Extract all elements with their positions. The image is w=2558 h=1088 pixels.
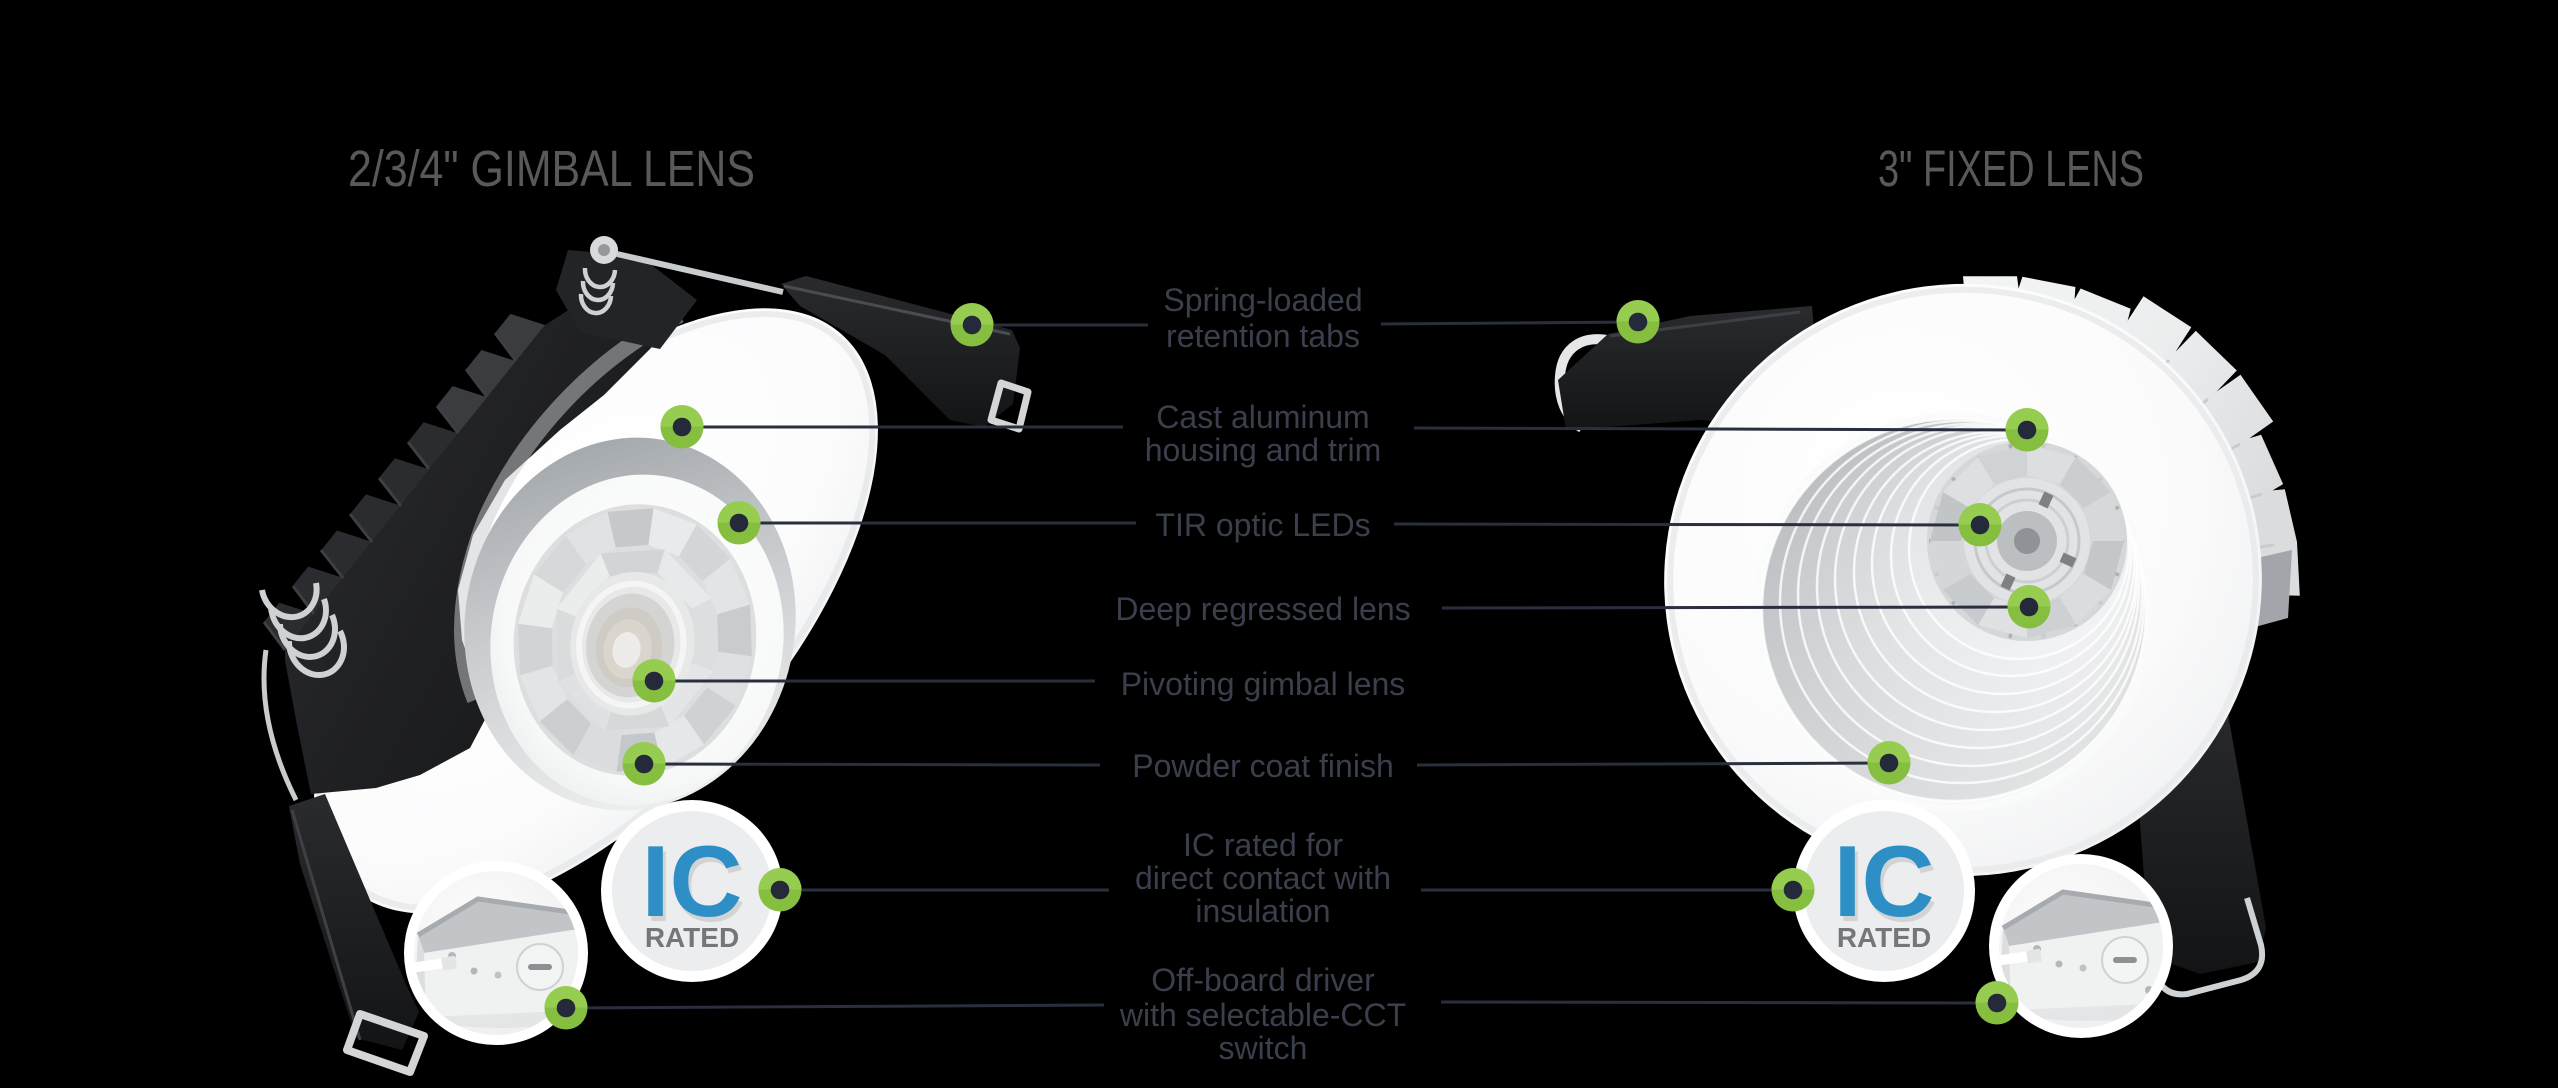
svg-text:TIR optic LEDs: TIR optic LEDs (1155, 507, 1370, 543)
svg-text:3" FIXED LENS: 3" FIXED LENS (1878, 140, 2144, 197)
svg-text:insulation: insulation (1195, 893, 1330, 929)
svg-text:RATED: RATED (645, 922, 739, 953)
svg-text:IC: IC (1837, 831, 1938, 943)
svg-text:IC: IC (1834, 826, 1935, 938)
svg-text:direct contact with: direct contact with (1135, 860, 1391, 896)
svg-text:Pivoting gimbal lens: Pivoting gimbal lens (1121, 666, 1406, 702)
svg-text:retention tabs: retention tabs (1166, 318, 1360, 354)
svg-text:IC: IC (645, 831, 746, 943)
svg-text:IC rated for: IC rated for (1183, 827, 1343, 863)
svg-text:IC: IC (642, 826, 743, 938)
svg-text:Powder coat finish: Powder coat finish (1132, 748, 1393, 784)
svg-text:Spring-loaded: Spring-loaded (1163, 282, 1362, 318)
svg-text:Deep regressed lens: Deep regressed lens (1115, 591, 1410, 627)
svg-text:housing and trim: housing and trim (1145, 432, 1382, 468)
svg-text:RATED: RATED (1837, 922, 1931, 953)
svg-text:Cast aluminum: Cast aluminum (1156, 399, 1369, 435)
svg-text:2/3/4" GIMBAL LENS: 2/3/4" GIMBAL LENS (348, 140, 755, 197)
svg-text:with selectable-CCT: with selectable-CCT (1119, 997, 1406, 1033)
svg-text:switch: switch (1219, 1030, 1308, 1066)
svg-text:Off-board driver: Off-board driver (1151, 962, 1375, 998)
